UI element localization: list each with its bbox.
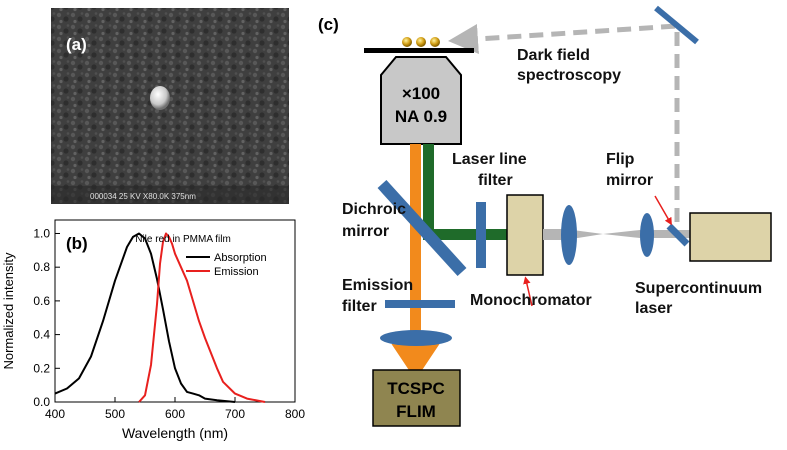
supercontinuum-laser-box bbox=[689, 212, 772, 262]
setup-diagram: (c) Dark field spectroscopy ×100 NA 0.9 bbox=[318, 5, 772, 427]
sem-footer-bar bbox=[51, 186, 289, 204]
objective-na: NA 0.9 bbox=[395, 107, 447, 126]
legend-absorption-label: Absorption bbox=[214, 252, 267, 264]
sample bbox=[364, 37, 474, 53]
sem-panel: 000034 25 KV X80.0K 375nm (a) bbox=[51, 8, 289, 204]
laser-line-filter bbox=[476, 202, 486, 268]
dark-field-beam bbox=[448, 23, 680, 222]
series-layer bbox=[54, 232, 266, 403]
sem-image bbox=[51, 8, 289, 204]
emission-filter-label-2: filter bbox=[342, 298, 377, 315]
excitation-path bbox=[423, 144, 507, 240]
monochromator-box bbox=[506, 194, 544, 276]
sem-particle bbox=[150, 86, 170, 110]
panel-b-label: (b) bbox=[66, 234, 88, 253]
y-tick-label: 0.6 bbox=[33, 294, 50, 308]
flim-label: FLIM bbox=[396, 402, 436, 421]
excitation-beam-vertical bbox=[423, 144, 434, 240]
y-tick-label: 0.2 bbox=[33, 361, 50, 375]
flip-mirror-pointer bbox=[654, 195, 672, 226]
supercontinuum-label-2: laser bbox=[635, 300, 672, 317]
tcspc-flim-box bbox=[372, 369, 461, 427]
y-axis-label: Normalized intensity bbox=[1, 252, 16, 370]
objective: ×100 NA 0.9 bbox=[380, 56, 462, 145]
emission-beam bbox=[410, 144, 421, 340]
emission-filter-label-1: Emission bbox=[342, 277, 413, 294]
panel-a-label: (a) bbox=[66, 35, 87, 54]
focusing-lens bbox=[561, 205, 577, 265]
y-tick-label: 0.4 bbox=[33, 328, 50, 342]
emission-path bbox=[391, 144, 440, 380]
tcspc-label: TCSPC bbox=[387, 379, 445, 398]
spectra-chart: 0.0 0.2 0.4 0.6 0.8 1.0 400 500 600 700 800 (b) N… bbox=[1, 219, 305, 441]
gold-particle-2 bbox=[416, 37, 426, 47]
legend-title: Nile red in PMMA film bbox=[135, 234, 231, 245]
laser-line-filter-label-1: Laser line bbox=[452, 151, 527, 168]
y-tick-label: 0.0 bbox=[33, 395, 50, 409]
dark-field-label-2: spectroscopy bbox=[517, 67, 621, 84]
x-tick-label: 400 bbox=[45, 407, 65, 421]
x-tick-label: 800 bbox=[285, 407, 305, 421]
dark-field-label-1: Dark field bbox=[517, 47, 590, 64]
plot-frame bbox=[54, 219, 296, 403]
supercontinuum-label-1: Supercontinuum bbox=[635, 280, 762, 297]
objective-magnification: ×100 bbox=[402, 84, 440, 103]
x-axis-label: Wavelength (nm) bbox=[122, 425, 228, 441]
monochromator-pointer bbox=[523, 276, 533, 307]
series-line-emission bbox=[138, 232, 266, 403]
sample-stage bbox=[364, 48, 474, 53]
legend-emission-label: Emission bbox=[214, 266, 259, 278]
sem-footer-text: 000034 25 KV X80.0K 375nm bbox=[90, 192, 196, 201]
dichroic-label-1: Dichroic bbox=[342, 201, 406, 218]
dichroic-label-2: mirror bbox=[342, 223, 389, 240]
flip-mirror-label-1: Flip bbox=[606, 151, 635, 168]
y-tick-label: 0.8 bbox=[33, 260, 50, 274]
gold-particle-1 bbox=[402, 37, 412, 47]
series-line-absorption bbox=[54, 232, 236, 403]
dichroic-mirror bbox=[377, 179, 467, 277]
gold-particle-3 bbox=[430, 37, 440, 47]
collimating-lens bbox=[640, 213, 654, 257]
objective-body bbox=[380, 56, 462, 145]
emission-filter bbox=[385, 300, 455, 308]
x-tick-label: 700 bbox=[225, 407, 245, 421]
detection-lens bbox=[380, 330, 452, 346]
monochromator-label: Monochromator bbox=[470, 292, 592, 309]
dark-field-path: Dark field spectroscopy bbox=[448, 5, 699, 222]
flip-mirror-label-2: mirror bbox=[606, 172, 653, 189]
y-ticks: 0.0 0.2 0.4 0.6 0.8 1.0 bbox=[33, 226, 60, 409]
flip-mirror bbox=[666, 223, 690, 247]
x-tick-label: 600 bbox=[165, 407, 185, 421]
excitation-beam-horizontal bbox=[423, 229, 507, 240]
panel-c-label: (c) bbox=[318, 15, 339, 34]
x-ticks: 400 500 600 700 800 bbox=[45, 397, 305, 421]
x-tick-label: 500 bbox=[105, 407, 125, 421]
dark-field-mirror bbox=[654, 5, 699, 45]
y-tick-label: 1.0 bbox=[33, 226, 50, 240]
laser-line-filter-label-2: filter bbox=[478, 172, 513, 189]
